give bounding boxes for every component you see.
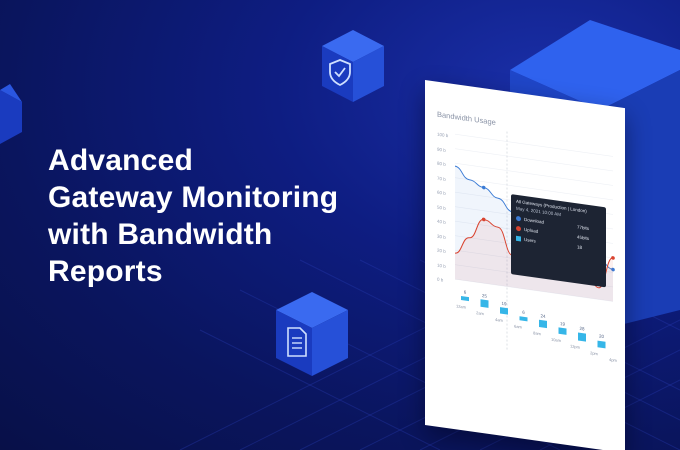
shield-check-icon	[329, 59, 351, 87]
grid-line	[455, 278, 613, 302]
upload-dot-icon	[516, 225, 521, 232]
tooltip-value: 45bits	[577, 234, 590, 242]
document-cube	[276, 292, 348, 376]
users-bar	[539, 319, 547, 329]
headline-line-1: Advanced	[48, 144, 193, 177]
series-point	[611, 256, 615, 260]
series-point	[481, 185, 486, 190]
users-bar	[461, 295, 469, 302]
series-point	[481, 217, 486, 222]
tooltip-label: Users	[524, 236, 536, 244]
headline-line-2: Gateway Monitoring	[48, 181, 339, 214]
users-bar	[480, 299, 489, 308]
grid-line	[455, 162, 613, 186]
chart-tooltip: All Gateways (Production | London) May 4…	[511, 194, 606, 288]
grid-line	[455, 133, 613, 157]
users-bar	[500, 307, 508, 315]
series-point	[611, 267, 615, 272]
tooltip-value: 77bits	[577, 224, 590, 232]
grid-line	[455, 177, 613, 201]
headline-line-4: Reports	[48, 255, 163, 288]
headline-line-3: with Bandwidth	[48, 218, 273, 251]
users-bar	[578, 332, 586, 342]
edge-cube	[0, 84, 22, 144]
tooltip-value: 18	[577, 244, 583, 251]
grid-line	[455, 148, 613, 172]
document-icon	[287, 327, 307, 357]
page-headline: Advanced Gateway Monitoring with Bandwid…	[48, 142, 388, 290]
users-bar	[519, 316, 528, 322]
shield-cube	[322, 30, 384, 102]
download-dot-icon	[516, 215, 521, 222]
users-square-icon	[516, 235, 521, 242]
users-bar	[597, 340, 606, 349]
users-bar	[558, 327, 567, 335]
